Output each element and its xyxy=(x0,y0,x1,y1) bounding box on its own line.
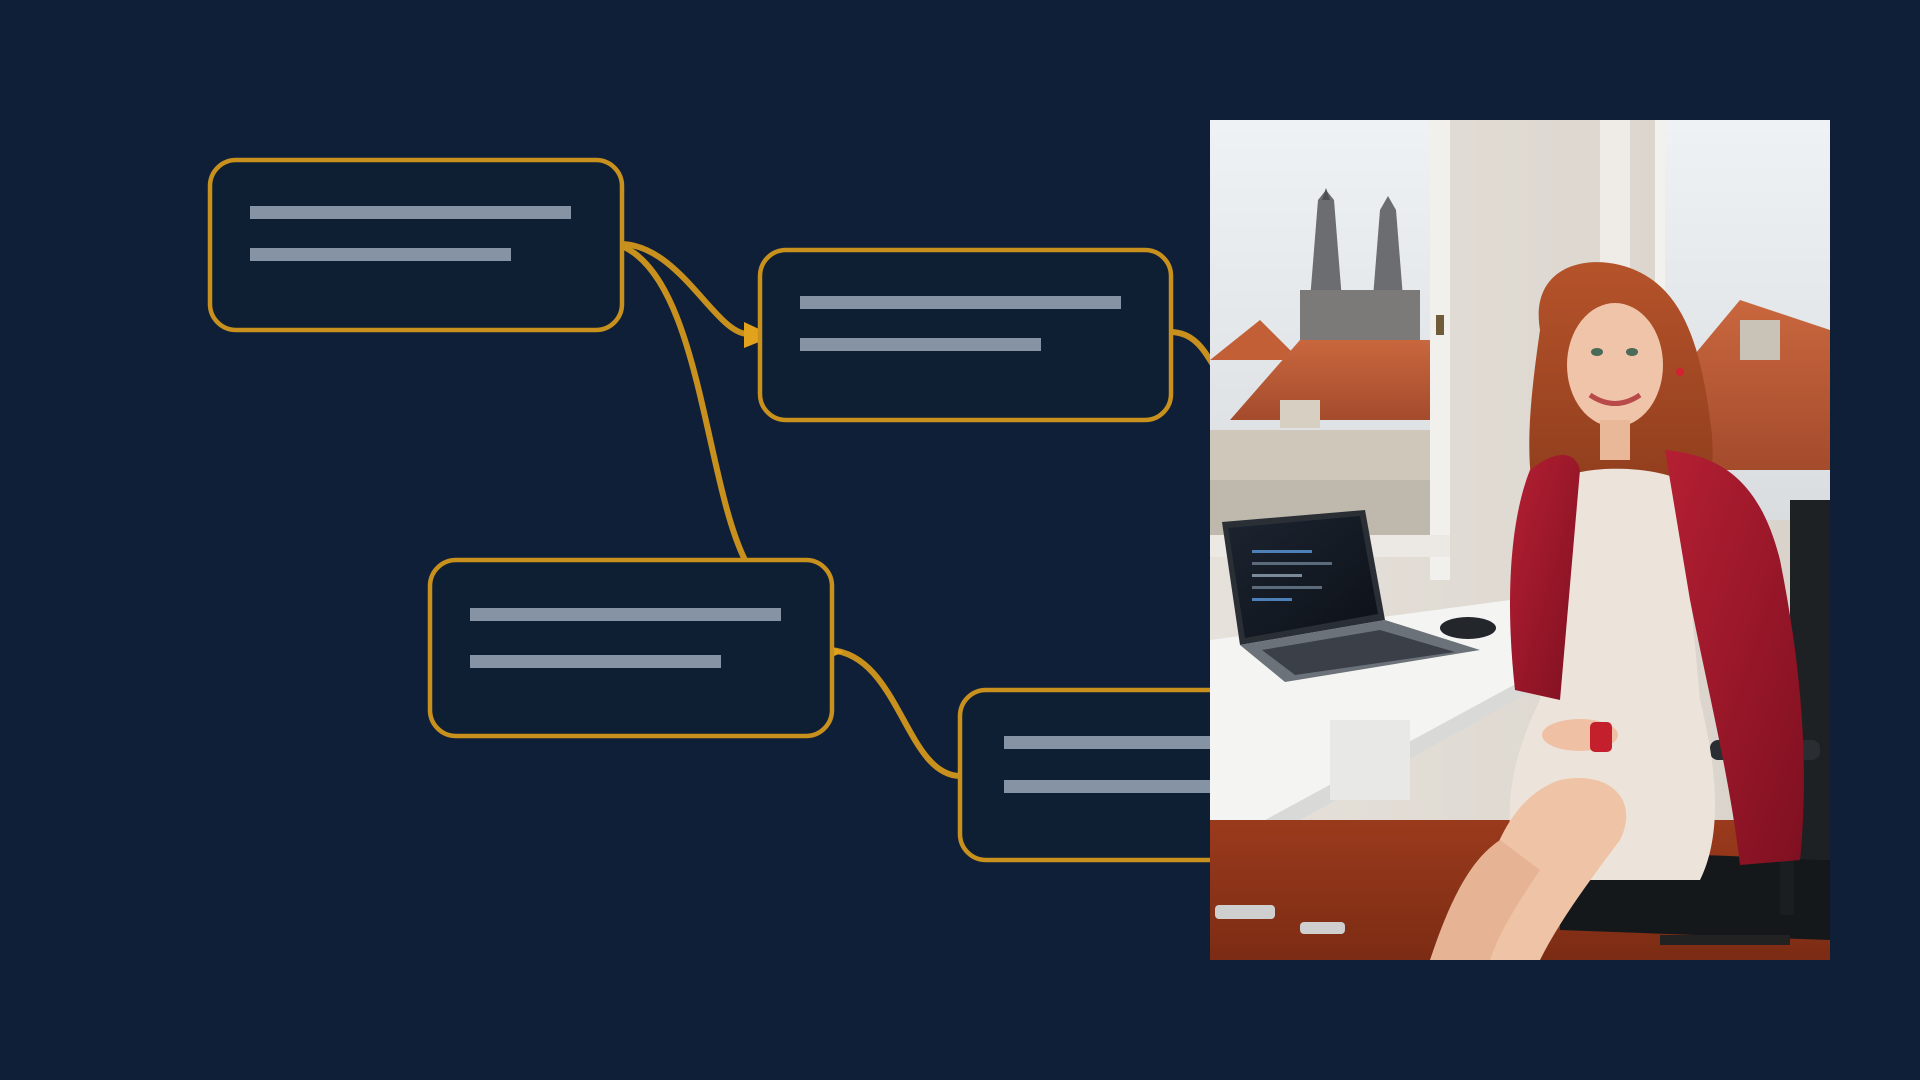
node-3 xyxy=(427,557,835,739)
window-with-city-view xyxy=(1210,120,1450,580)
mouse xyxy=(1440,617,1496,639)
node-2-box xyxy=(757,247,1174,423)
node-4-text-line-1 xyxy=(1004,736,1264,749)
node-1 xyxy=(207,157,625,333)
node-4-text-line-2 xyxy=(1004,780,1264,793)
node-1-text-line-1 xyxy=(250,206,571,219)
person-at-desk-photo xyxy=(1210,120,1830,960)
edge-node2-photo xyxy=(1167,329,1218,371)
node-3-text-line-2 xyxy=(470,655,721,668)
node-1-text-line-2 xyxy=(250,248,511,261)
node-2 xyxy=(757,247,1174,423)
node-3-text-line-1 xyxy=(470,608,781,621)
edge-node1-node2 xyxy=(617,241,751,337)
laptop xyxy=(1222,510,1480,682)
person xyxy=(1430,262,1804,960)
edge-node3-node4 xyxy=(827,647,963,779)
node-2-text-line-2 xyxy=(800,338,1041,351)
node-3-box xyxy=(427,557,835,739)
node-2-text-line-1 xyxy=(800,296,1121,309)
node-1-box xyxy=(207,157,625,333)
